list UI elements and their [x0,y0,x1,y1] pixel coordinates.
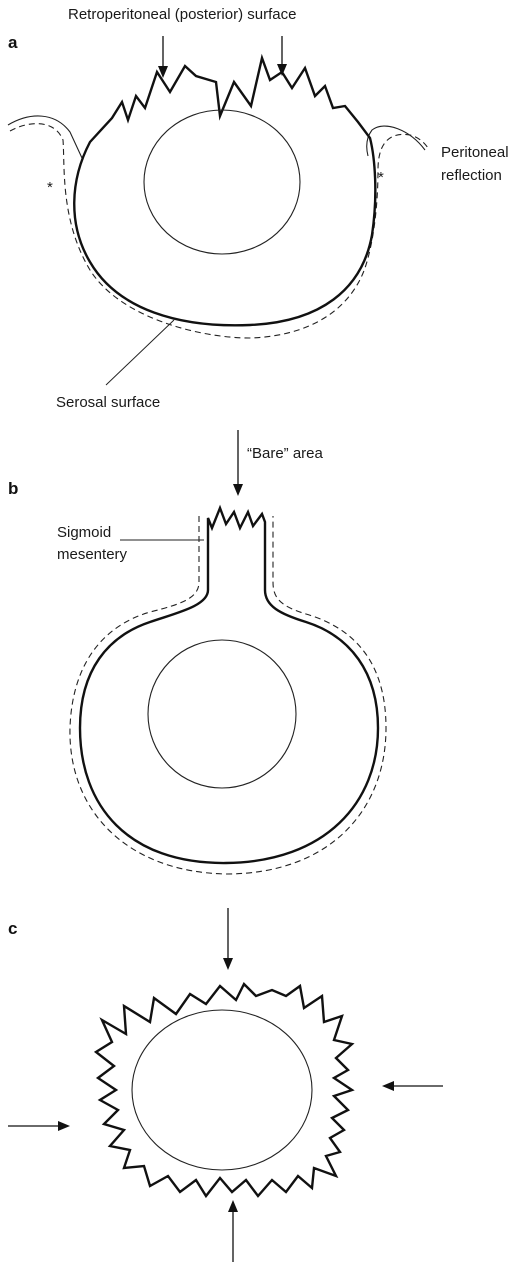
peritoneal-reflection-right [367,126,425,156]
panel-c: c [8,908,443,1262]
bare-area-arrow [233,430,243,496]
sigmoid-mesentery-label-line1: Sigmoid [57,524,111,541]
lumen-b [148,640,296,788]
serosal-surface-label: Serosal surface [56,394,160,411]
bowel-wall-c [96,984,352,1196]
bowel-wall-a [74,58,375,325]
sigmoid-mesentery-label-line2: mesentery [57,546,128,563]
peritoneal-reflection-label-line2: reflection [441,167,502,184]
peritoneum-dashed-line-b [70,516,386,874]
panel-a-letter: a [8,33,18,52]
arrow-bottom-c [228,1200,238,1262]
panel-b: b “Bare” area Sigmoid mesentery [8,430,386,874]
arrow-right-c [382,1081,443,1091]
peritoneum-dashed-line-a [10,124,428,338]
lumen-c [132,1010,312,1170]
arrow-left-c [8,1121,70,1131]
peritoneal-reflection-left [8,116,82,158]
retroperitoneal-arrow-right [277,36,287,76]
lumen-a [144,110,300,254]
arrow-top-c [223,908,233,970]
asterisk-right: * [378,169,384,186]
panel-c-letter: c [8,919,17,938]
serosal-surface-leader [106,320,174,385]
retroperitoneal-surface-label: Retroperitoneal (posterior) surface [68,6,296,23]
peritoneal-reflection-label-line1: Peritoneal [441,144,509,161]
panel-a: a Retroperitoneal (posterior) surface * … [8,6,509,411]
panel-b-letter: b [8,479,18,498]
asterisk-left: * [47,179,53,196]
bare-area-label: “Bare” area [247,445,324,462]
retroperitoneal-arrow-left [158,36,168,78]
